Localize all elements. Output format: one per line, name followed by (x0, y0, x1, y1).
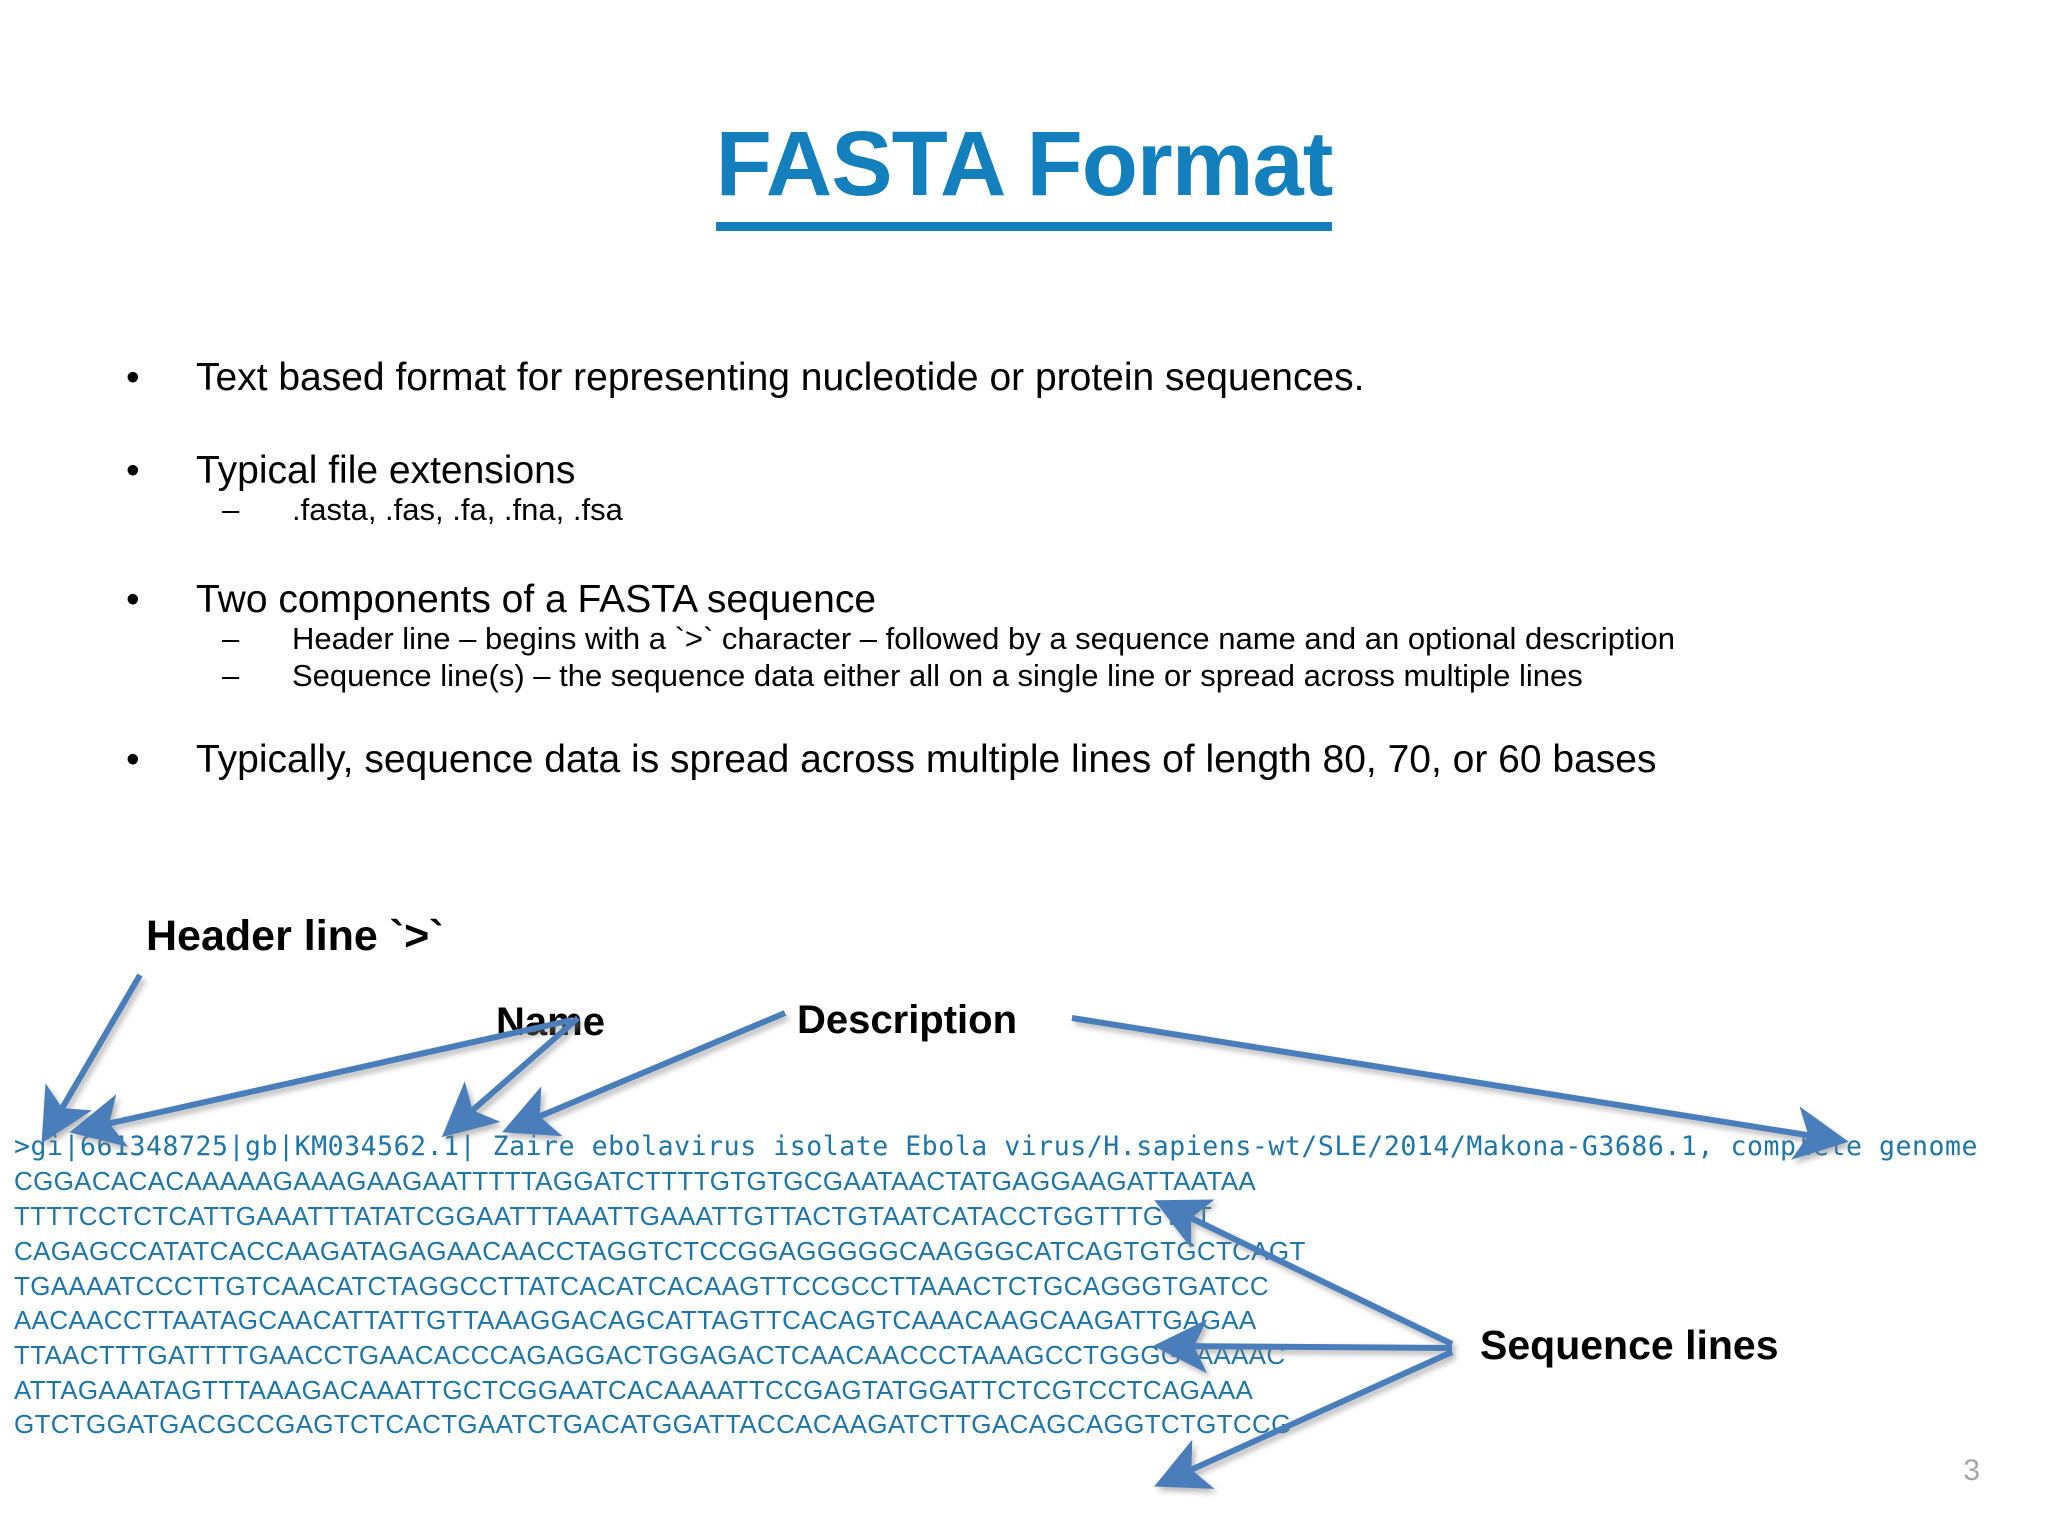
arrow-header-line (41, 973, 143, 1144)
bullet-list: • Text based format for representing nuc… (112, 356, 1962, 781)
fasta-sequence-line: TTTTCCTCTCATTGAAATTTATATCGGAATTTAAATTGAA… (14, 1201, 1213, 1232)
bullet-marker-icon: • (126, 577, 140, 621)
spacer-3 (112, 694, 1962, 738)
fasta-sequence-line: CAGAGCCATATCACCAAGATAGAGAACAACCTAGGTCTCC… (14, 1235, 1306, 1266)
page-title-text: FASTA Format (715, 118, 1333, 231)
bullet-marker-icon: • (126, 356, 140, 399)
spacer-1 (112, 400, 1962, 449)
fasta-sequence-line: CGGACACACAAAAAGAAAGAAGAATTTTTAGGATCTTTTG… (14, 1166, 1257, 1197)
sub-bullet-item-2-1: – .fasta, .fas, .fa, .fna, .fsa (112, 492, 1962, 528)
bullet-text-2: Typical file extensions (196, 448, 576, 492)
arrow-description-right (1071, 1015, 1849, 1160)
fasta-example-block: >gi|661348725|gb|KM034562.1| Zaire ebola… (14, 1130, 2004, 1442)
fasta-sequence-line: AACAACCTTAATAGCAACATTATTGTTAAAGGACAGCATT… (14, 1305, 1257, 1336)
sub-bullet-item-3-1: – Header line – begins with a `>` charac… (112, 621, 1962, 657)
bullet-item-3: • Two components of a FASTA sequence (112, 578, 1962, 622)
dash-marker-icon: – (222, 657, 240, 693)
bullet-item-1: • Text based format for representing nuc… (112, 356, 1962, 400)
fasta-header-line: >gi|661348725|gb|KM034562.1| Zaire ebola… (14, 1131, 1979, 1162)
bullet-text-1: Text based format for representing nucle… (196, 356, 1365, 399)
sub-bullet-text-3-1: Header line – begins with a `>` characte… (292, 621, 1675, 657)
annotation-label-sequence-lines: Sequence lines (1480, 1322, 1779, 1368)
bullet-text-3: Two components of a FASTA sequence (196, 577, 877, 621)
sub-bullet-text-2-1: .fasta, .fas, .fa, .fna, .fsa (292, 492, 623, 528)
spacer-2 (112, 529, 1962, 578)
bullet-text-4: Typically, sequence data is spread acros… (196, 737, 1657, 781)
sub-bullet-item-3-2: – Sequence line(s) – the sequence data e… (112, 658, 1962, 694)
page-number: 3 (1963, 1454, 1980, 1487)
annotation-label-description: Description (797, 998, 1018, 1042)
annotation-label-header-line: Header line `>` (146, 912, 444, 960)
fasta-sequence-line: GTCTGGATGACGCCGAGTCTCACTGAATCTGACATGGATT… (14, 1409, 1292, 1440)
fasta-sequence-line: TGAAAATCCCTTGTCAACATCTAGGCCTTATCACATCACA… (14, 1270, 1269, 1301)
fasta-sequence-line: ATTAGAAATAGTTTAAAGACAAATTGCTCGGAATCACAAA… (14, 1374, 1254, 1405)
dash-marker-icon: – (222, 492, 240, 528)
bullet-marker-icon: • (126, 448, 140, 492)
fasta-sequence-line: TTAACTTTGATTTTGAACCTGAACACCCAGAGGACTGGAG… (14, 1339, 1286, 1370)
sub-bullet-text-3-2: Sequence line(s) – the sequence data eit… (292, 657, 1583, 693)
bullet-item-2: • Typical file extensions (112, 449, 1962, 493)
bullet-item-4: • Typically, sequence data is spread acr… (112, 738, 1962, 782)
bullet-marker-icon: • (126, 737, 140, 781)
page-title: FASTA Format (0, 118, 2048, 231)
annotation-label-name: Name (496, 1000, 605, 1044)
dash-marker-icon: – (222, 621, 240, 657)
